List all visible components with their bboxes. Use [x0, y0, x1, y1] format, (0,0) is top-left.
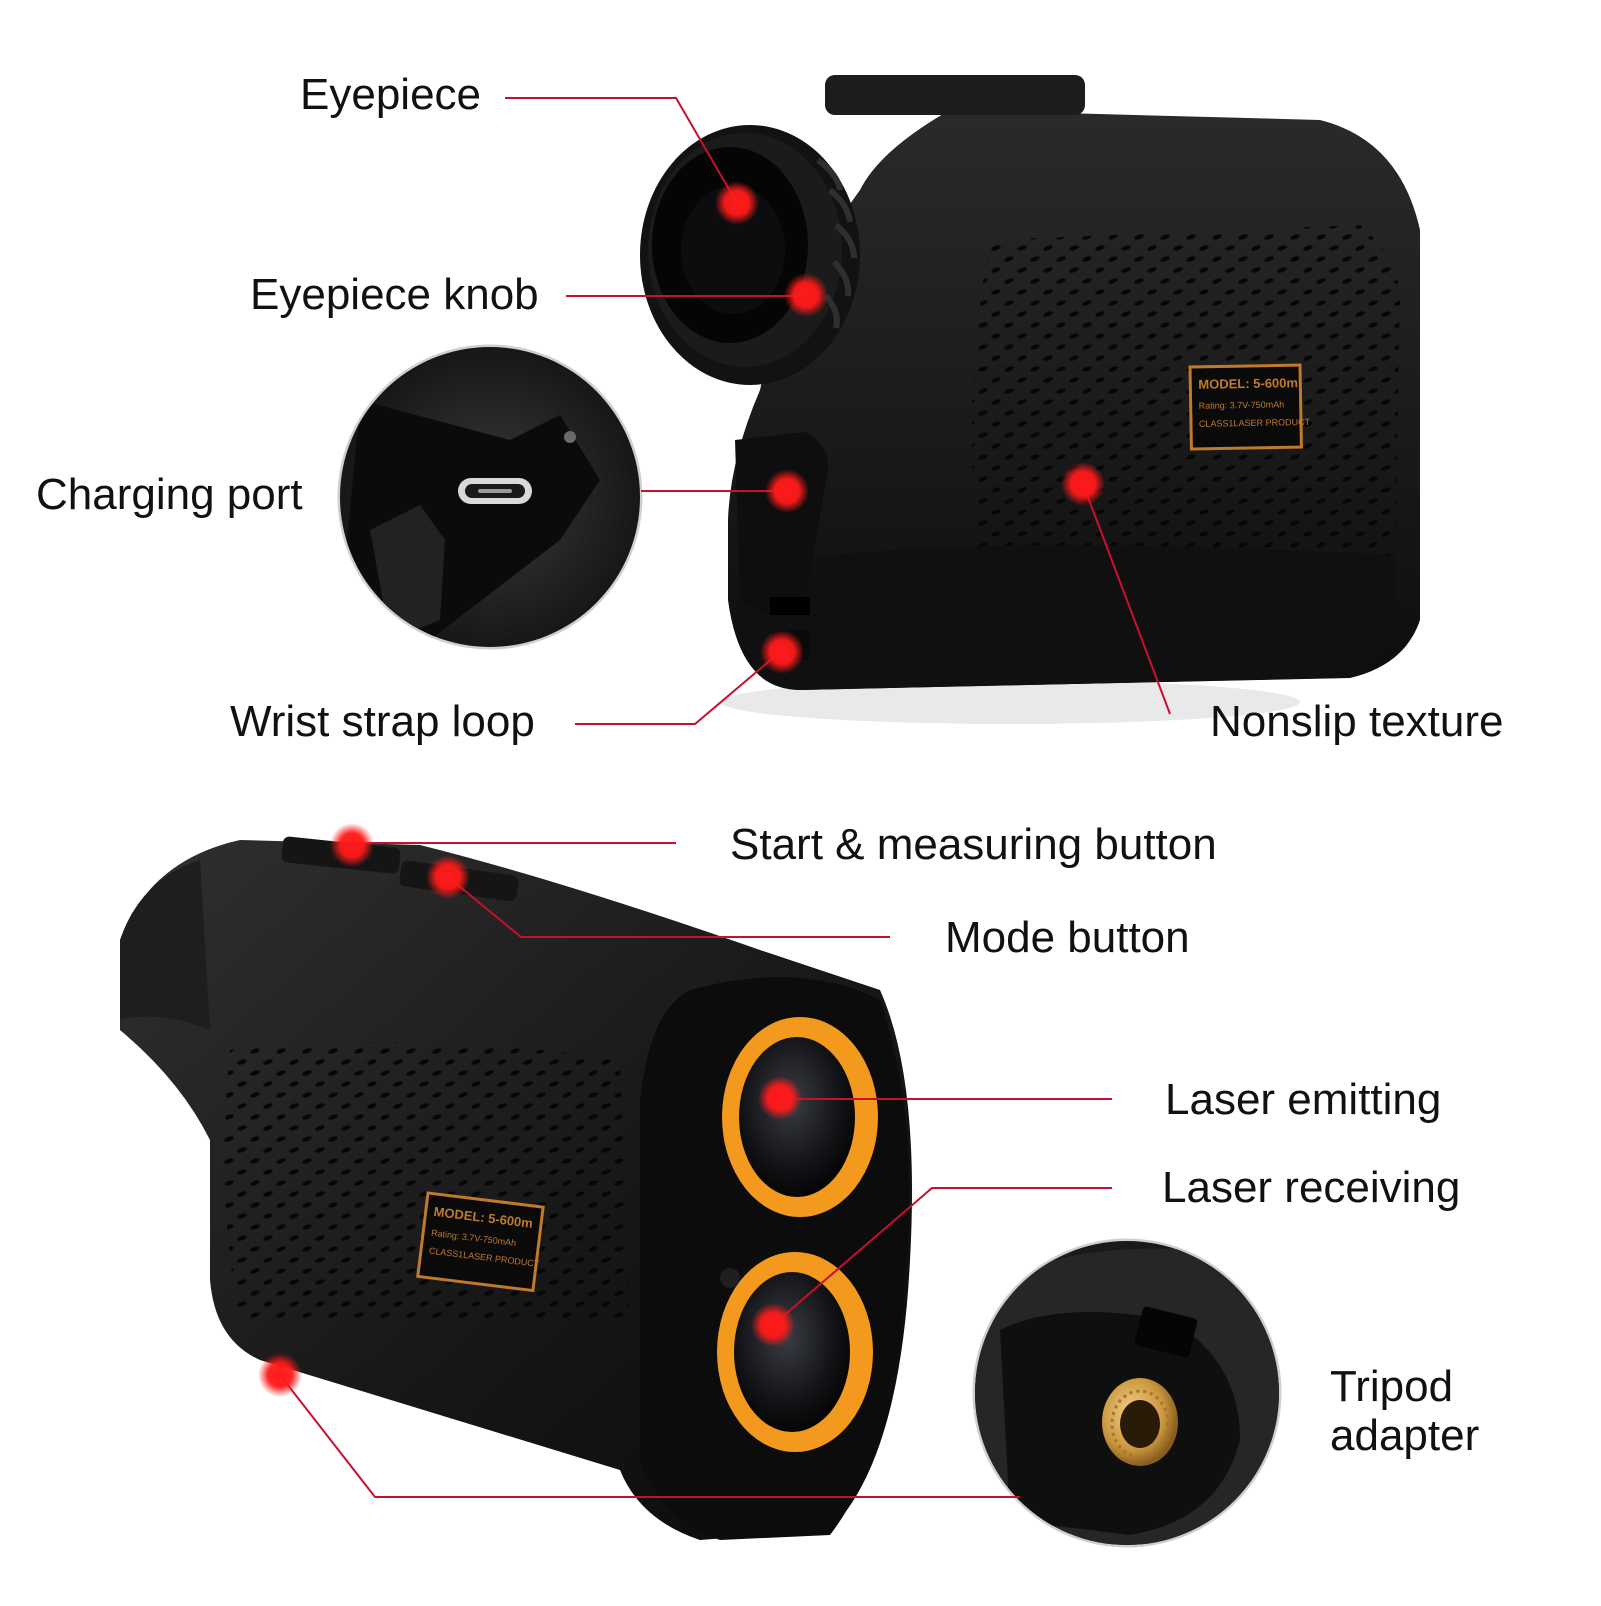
laser-emitting-lens [722, 1017, 878, 1217]
label-eyepiece-knob: Eyepiece knob [250, 270, 539, 319]
leader-lines [279, 97, 1171, 1498]
tripod-adapter-inset [972, 1238, 1282, 1548]
nameplate-top-rating: Rating: 3.7V-750mAh [1199, 399, 1285, 410]
leader-mode-button [447, 876, 890, 938]
red-dot-icon [330, 823, 374, 867]
red-dot-icon [715, 181, 759, 225]
nameplate-top-model: MODEL: 5-600m [1198, 375, 1298, 392]
label-nonslip-texture: Nonslip texture [1210, 697, 1504, 746]
label-charging-port: Charging port [36, 470, 303, 519]
bottom-device: MODEL: 5-600m Rating: 3.7V-750mAh CLASS1… [120, 836, 912, 1540]
leader-laser-receiving [772, 1187, 1112, 1326]
nameplate-top-class: CLASS1LASER PRODUCT [1199, 417, 1311, 429]
charging-port-inset [337, 344, 643, 650]
red-dot-icon [1061, 462, 1105, 506]
nameplate-top: MODEL: 5-600m Rating: 3.7V-750mAh CLASS1… [1188, 363, 1311, 451]
nameplate-bottom: MODEL: 5-600m Rating: 3.7V-750mAh CLASS1… [416, 1191, 545, 1293]
red-dot-icon [758, 1076, 802, 1120]
threaded-insert-icon [1102, 1378, 1178, 1466]
red-dot-icon [760, 630, 804, 674]
red-dot-icon [751, 1303, 795, 1347]
usb-c-port-icon [458, 478, 532, 504]
red-dot-icon [765, 469, 809, 513]
red-dot-icon [784, 273, 828, 317]
leader-eyepiece [505, 97, 738, 204]
leader-tripod [279, 1374, 1020, 1498]
leader-nonslip [1082, 483, 1171, 715]
eyepiece-knob-ridges [816, 157, 857, 329]
laser-receiving-lens [717, 1252, 873, 1452]
label-wrist-strap-loop: Wrist strap loop [230, 697, 535, 746]
red-dot-icon [258, 1353, 302, 1397]
label-laser-receiving: Laser receiving [1162, 1163, 1461, 1212]
leader-wrist-strap [575, 651, 781, 725]
label-laser-emitting: Laser emitting [1165, 1075, 1442, 1124]
markers [258, 181, 1105, 1397]
label-mode-button: Mode button [945, 913, 1190, 962]
label-tripod-adapter: Tripod adapter [1330, 1362, 1480, 1461]
label-eyepiece: Eyepiece [300, 70, 482, 119]
red-dot-icon [426, 855, 470, 899]
top-device: MODEL: 5-600m Rating: 3.7V-750mAh CLASS1… [640, 75, 1420, 724]
label-start-button: Start & measuring button [730, 820, 1217, 869]
